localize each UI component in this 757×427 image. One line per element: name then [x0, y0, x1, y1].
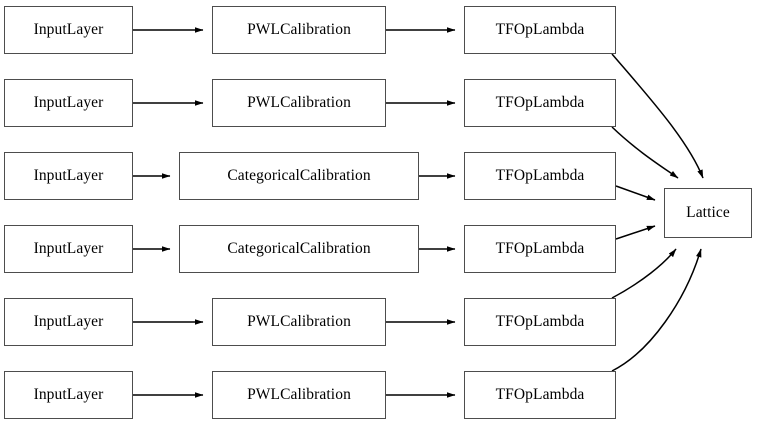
node-label: InputLayer: [33, 94, 104, 112]
node-lambda-1[interactable]: TFOpLambda: [464, 6, 616, 54]
node-label: CategoricalCalibration: [227, 240, 371, 258]
edge-lambda-5-to-lattice: [611, 248, 677, 299]
edges-lambda-to-lattice: [611, 53, 704, 372]
node-label: PWLCalibration: [247, 94, 351, 112]
node-input-2[interactable]: InputLayer: [4, 79, 133, 127]
node-lambda-5[interactable]: TFOpLambda: [464, 298, 616, 346]
edge-lambda-1-to-lattice: [611, 53, 704, 179]
edge-lambda-6-to-lattice: [611, 248, 702, 372]
node-label: TFOpLambda: [495, 386, 585, 404]
node-label: TFOpLambda: [495, 240, 585, 258]
node-calibration-2[interactable]: PWLCalibration: [212, 79, 386, 127]
node-label: InputLayer: [33, 21, 104, 39]
node-calibration-3[interactable]: CategoricalCalibration: [179, 152, 419, 200]
node-lattice[interactable]: Lattice: [664, 188, 752, 238]
node-label: PWLCalibration: [247, 386, 351, 404]
node-label: CategoricalCalibration: [227, 167, 371, 185]
edge-lambda-4-to-lattice: [615, 225, 656, 240]
node-label: TFOpLambda: [495, 313, 585, 331]
node-lambda-4[interactable]: TFOpLambda: [464, 225, 616, 273]
node-calibration-5[interactable]: PWLCalibration: [212, 298, 386, 346]
node-calibration-6[interactable]: PWLCalibration: [212, 371, 386, 419]
node-label: InputLayer: [33, 386, 104, 404]
node-lambda-6[interactable]: TFOpLambda: [464, 371, 616, 419]
node-lambda-3[interactable]: TFOpLambda: [464, 152, 616, 200]
edges-input-to-calibrator: [133, 27, 204, 398]
node-input-5[interactable]: InputLayer: [4, 298, 133, 346]
node-label: TFOpLambda: [495, 21, 585, 39]
edges-calibrator-to-lambda: [386, 27, 456, 398]
node-label: InputLayer: [33, 167, 104, 185]
node-label: InputLayer: [33, 313, 104, 331]
node-label: PWLCalibration: [247, 313, 351, 331]
node-calibration-1[interactable]: PWLCalibration: [212, 6, 386, 54]
node-calibration-4[interactable]: CategoricalCalibration: [179, 225, 419, 273]
node-input-1[interactable]: InputLayer: [4, 6, 133, 54]
node-input-4[interactable]: InputLayer: [4, 225, 133, 273]
node-input-6[interactable]: InputLayer: [4, 371, 133, 419]
node-input-3[interactable]: InputLayer: [4, 152, 133, 200]
node-label: Lattice: [686, 204, 730, 222]
node-label: PWLCalibration: [247, 21, 351, 39]
node-label: TFOpLambda: [495, 167, 585, 185]
edge-lambda-2-to-lattice: [611, 126, 679, 179]
node-lambda-2[interactable]: TFOpLambda: [464, 79, 616, 127]
edge-lambda-3-to-lattice: [615, 185, 656, 201]
node-label: InputLayer: [33, 240, 104, 258]
node-label: TFOpLambda: [495, 94, 585, 112]
